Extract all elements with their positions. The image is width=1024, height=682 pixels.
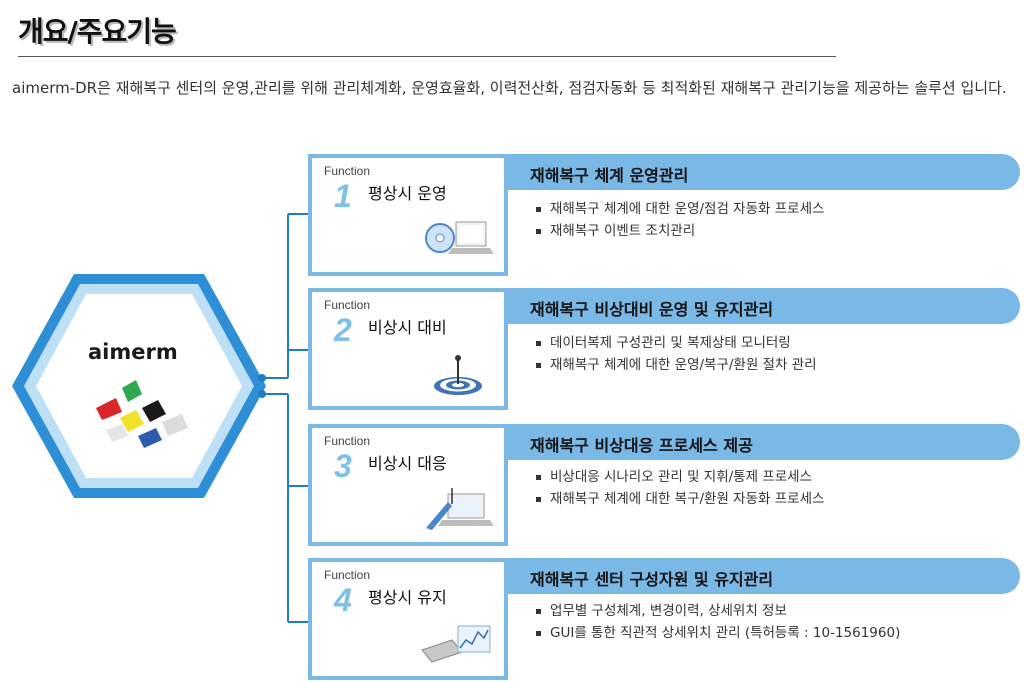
function-name: 평상시 운영 — [368, 184, 447, 203]
function-label: Function — [324, 568, 371, 582]
function-label: Function — [324, 164, 371, 178]
function-label: Function — [324, 298, 371, 312]
page-title: 개요/주요기능 — [18, 15, 177, 48]
function-card-2: Function 2 비상시 대비 — [308, 288, 508, 410]
function-band-4: 재해복구 센터 구성자원 및 유지관리 — [508, 558, 1020, 594]
cd-laptop-icon — [425, 221, 494, 254]
laptop-pointer-icon — [426, 488, 494, 530]
band-title: 재해복구 센터 구성자원 및 유지관리 — [530, 570, 774, 589]
function-label: Function — [324, 434, 371, 448]
list-item: GUI를 통한 직관적 상세위치 관리 (특허등록 : 10-1561960) — [536, 622, 900, 644]
aimerm-logo: aimerm — [88, 340, 178, 364]
function-band-1: 재해복구 체계 운영관리 — [508, 154, 1020, 190]
function-number: 2 — [334, 312, 352, 348]
function-number: 4 — [334, 582, 352, 618]
bullet-list-2: 데이터복제 구성관리 및 복제상태 모니터링 재해복구 체계에 대한 운영/복구… — [536, 332, 817, 376]
list-item: 업무별 구성체계, 변경이력, 상세위치 정보 — [536, 600, 900, 622]
bullet-list-4: 업무별 구성체계, 변경이력, 상세위치 정보 GUI를 통한 직관적 상세위치… — [536, 600, 900, 644]
target-icon — [434, 355, 482, 395]
function-name: 비상시 대비 — [368, 318, 447, 337]
device-chart-icon — [421, 625, 491, 663]
function-band-2: 재해복구 비상대비 운영 및 유지관리 — [508, 288, 1020, 324]
title-divider — [18, 56, 836, 57]
function-card-3: Function 3 비상시 대응 — [308, 424, 508, 546]
function-card-4: Function 4 평상시 유지 — [308, 558, 508, 680]
band-title: 재해복구 비상대비 운영 및 유지관리 — [530, 300, 774, 319]
hexagon-emblem — [12, 274, 266, 498]
list-item: 데이터복제 구성관리 및 복제상태 모니터링 — [536, 332, 817, 354]
function-number: 1 — [334, 178, 352, 214]
band-title: 재해복구 체계 운영관리 — [530, 166, 689, 185]
function-name: 비상시 대응 — [368, 454, 447, 473]
module-cubes-icon — [96, 380, 188, 448]
function-card-1: Function 1 평상시 운영 — [308, 154, 508, 276]
band-title: 재해복구 비상대응 프로세스 제공 — [530, 436, 753, 455]
bullet-list-1: 재해복구 체계에 대한 운영/점검 자동화 프로세스 재해복구 이벤트 조치관리 — [536, 198, 824, 242]
bullet-list-3: 비상대응 시나리오 관리 및 지휘/통제 프로세스 재해복구 체계에 대한 복구… — [536, 466, 824, 510]
list-item: 재해복구 체계에 대한 운영/점검 자동화 프로세스 — [536, 198, 824, 220]
list-item: 재해복구 체계에 대한 운영/복구/환원 절차 관리 — [536, 354, 817, 376]
function-number: 3 — [334, 448, 352, 484]
list-item: 재해복구 체계에 대한 복구/환원 자동화 프로세스 — [536, 488, 824, 510]
list-item: 재해복구 이벤트 조치관리 — [536, 220, 824, 242]
intro-paragraph: aimerm-DR은 재해복구 센터의 운영,관리를 위해 관리체계화, 운영효… — [12, 79, 1007, 97]
function-band-3: 재해복구 비상대응 프로세스 제공 — [508, 424, 1020, 460]
function-name: 평상시 유지 — [368, 588, 447, 607]
list-item: 비상대응 시나리오 관리 및 지휘/통제 프로세스 — [536, 466, 824, 488]
